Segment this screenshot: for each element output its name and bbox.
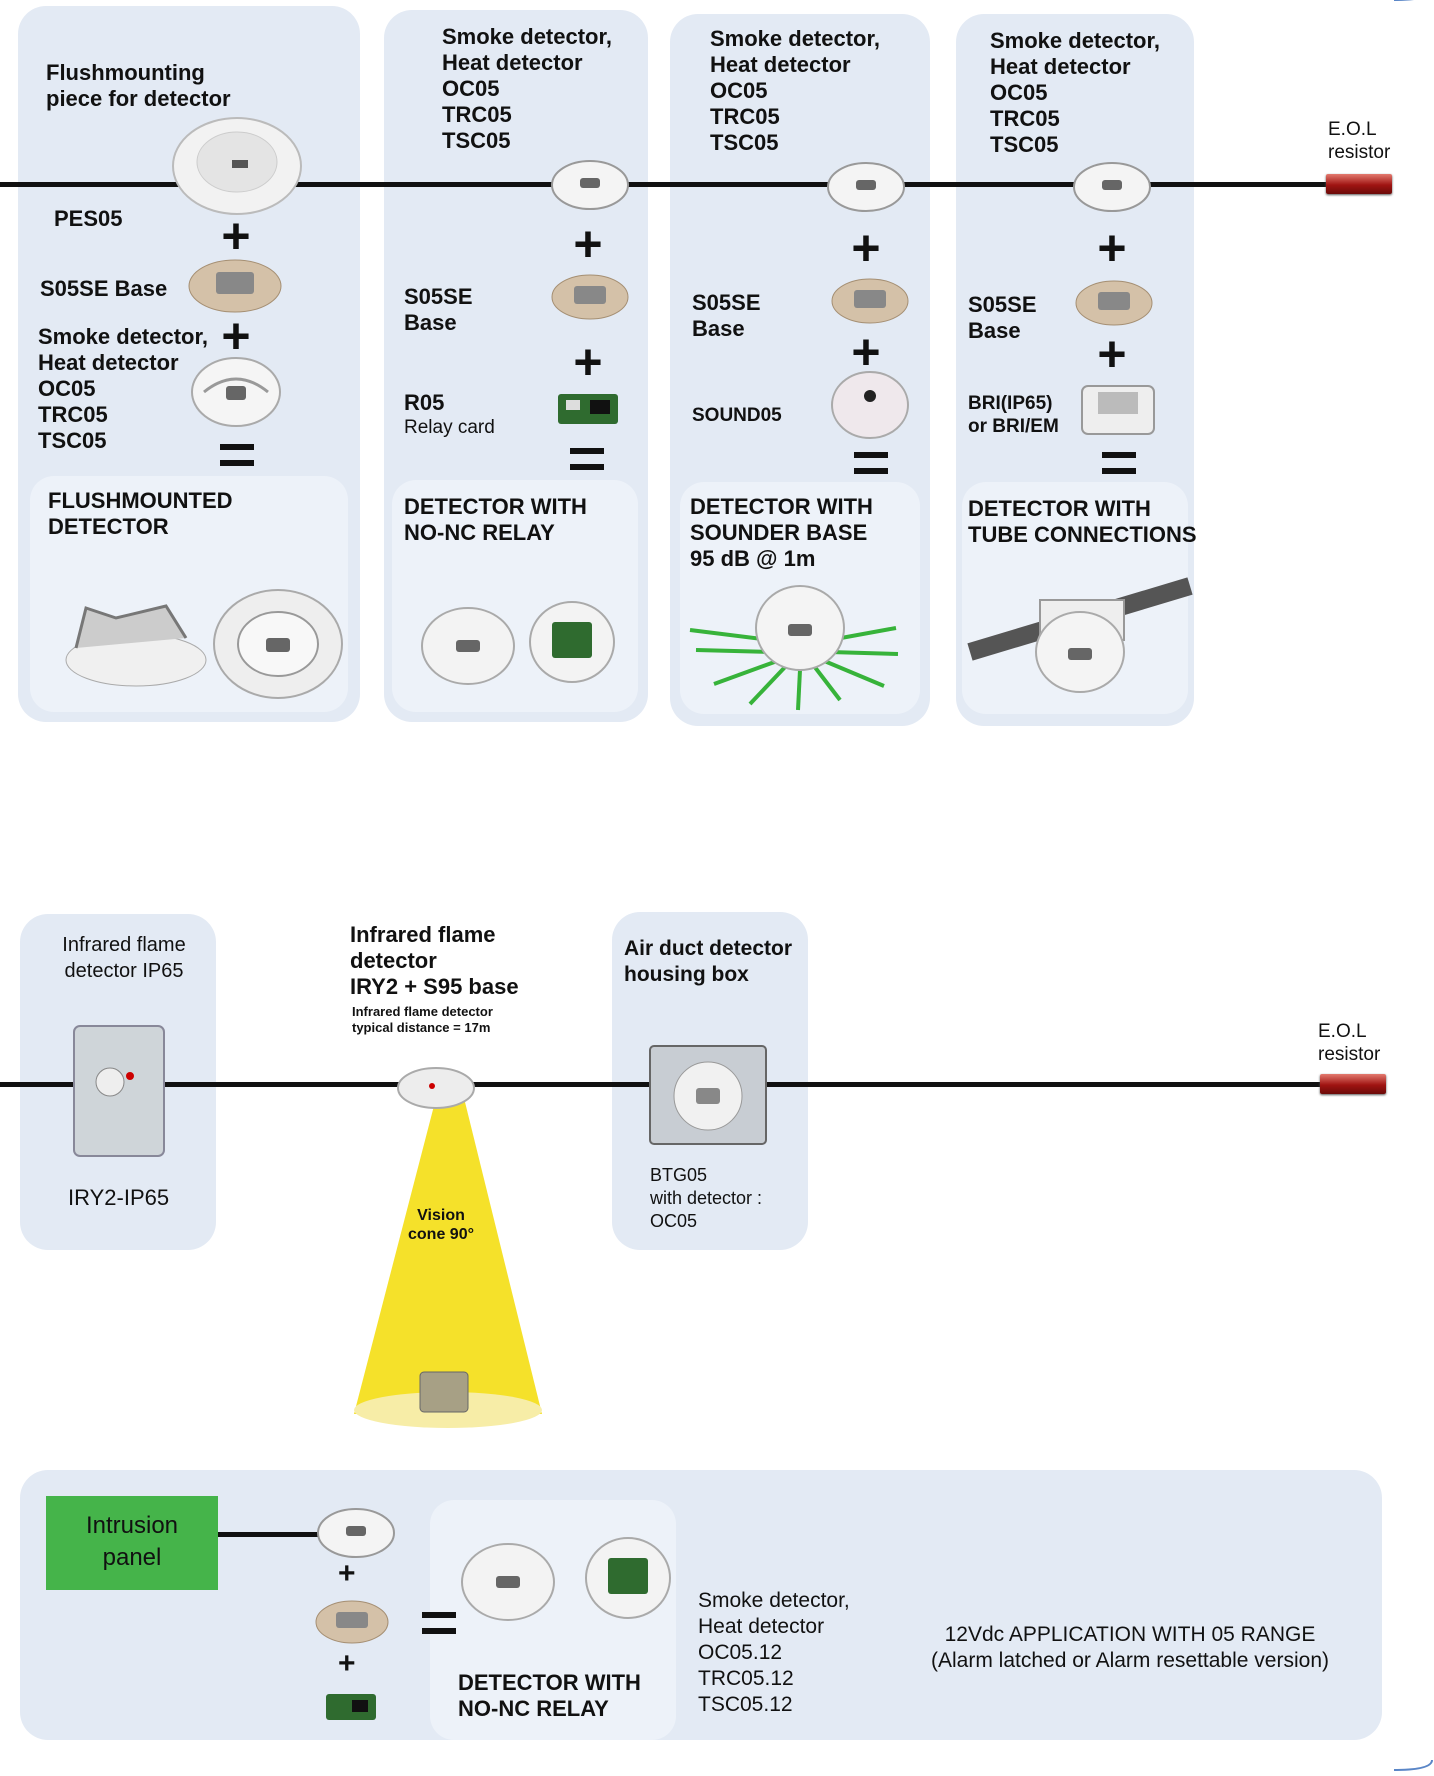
detector-head-icon <box>551 160 629 210</box>
relay-detector-illustration <box>461 1537 671 1621</box>
detector-base-icon <box>315 1600 389 1644</box>
eol-label-top: E.O.L resistor <box>1328 119 1391 163</box>
plus-icon: + <box>851 324 881 380</box>
flame-detector-box-icon <box>73 1025 165 1157</box>
tube-detector-illustration <box>967 577 1193 693</box>
plus-icon: + <box>338 1557 356 1590</box>
relay-card-icon <box>326 1694 376 1720</box>
plus-icon: + <box>851 220 881 276</box>
detector-head-icon <box>317 1508 395 1558</box>
flame-ip65-heading: Infrared flame detector IP65 <box>62 934 186 982</box>
duct-housing-icon <box>649 1045 767 1145</box>
col4-result: DETECTOR WITH TUBE CONNECTIONS <box>968 496 1197 547</box>
intrusion-panel-box <box>46 1496 218 1590</box>
col4-detectors: Smoke detector, Heat detector OC05 TRC05… <box>990 28 1160 157</box>
sounder-base-icon <box>831 371 909 439</box>
plus-icon: + <box>1097 326 1127 382</box>
col1-heading: Flushmounting piece for detector <box>46 60 231 111</box>
col2-part: R05 <box>404 390 445 415</box>
flame-iry2-cone: Vision cone 90° <box>408 1207 474 1243</box>
plus-icon: + <box>573 334 603 390</box>
air-duct-heading: Air duct detector housing box <box>624 937 793 986</box>
vision-cone-illustration <box>354 1067 542 1428</box>
frame-arc <box>1393 0 1433 1771</box>
detector-head-icon <box>827 162 905 212</box>
col1-result: FLUSHMOUNTED DETECTOR <box>48 488 233 539</box>
col2-result: DETECTOR WITH NO-NC RELAY <box>404 494 587 545</box>
top-bus-wire <box>0 182 1330 187</box>
equals-icon <box>570 448 604 470</box>
intrusion-wire <box>218 1532 322 1537</box>
eol-label-middle: E.O.L resistor <box>1318 1021 1381 1065</box>
col3-detectors: Smoke detector, Heat detector OC05 TRC05… <box>710 26 880 155</box>
col1-detectors: Smoke detector, Heat detector OC05 TRC05… <box>38 324 208 453</box>
eol-resistor-icon <box>1320 1074 1386 1094</box>
flame-iry2-note: Infrared flame detector typical distance… <box>352 1004 493 1035</box>
detector-head-icon <box>191 357 281 427</box>
detector-base-icon <box>551 274 629 320</box>
flame-ip65-model: IRY2-IP65 <box>68 1185 170 1210</box>
col4-part: BRI(IP65) or BRI/EM <box>968 393 1059 437</box>
eol-resistor-icon <box>1326 174 1392 194</box>
col1-part: PES05 <box>54 206 123 231</box>
bottom-detectors: Smoke detector, Heat detector OC05.12 TR… <box>698 1589 850 1716</box>
relay-card-icon <box>558 394 618 424</box>
sounder-detector-illustration <box>689 585 899 711</box>
detector-base-icon <box>831 278 909 324</box>
flushmount-detector-illustration <box>65 589 343 699</box>
detector-base-icon <box>188 259 282 313</box>
col2-detectors: Smoke detector, Heat detector OC05 TRC05… <box>442 24 612 153</box>
relay-detector-illustration <box>421 601 615 685</box>
col4-base: S05SE Base <box>968 292 1037 343</box>
detector-head-icon <box>1073 162 1151 212</box>
flushmount-piece-icon <box>172 117 302 215</box>
intrusion-panel-section <box>20 1470 1382 1740</box>
col3-part: SOUND05 <box>692 405 782 426</box>
col2-part-desc: Relay card <box>404 417 495 438</box>
plus-icon: + <box>221 208 251 264</box>
tube-box-icon <box>1081 385 1155 435</box>
plus-icon: + <box>573 216 603 272</box>
detector-base-icon <box>1075 280 1153 326</box>
intrusion-panel-label: Intrusion panel <box>85 1512 179 1571</box>
bottom-result: DETECTOR WITH NO-NC RELAY <box>458 1670 641 1721</box>
equals-icon <box>220 444 254 466</box>
air-duct-model: BTG05 with detector : OC05 <box>650 1165 763 1231</box>
equals-icon <box>854 452 888 474</box>
col1-base: S05SE Base <box>40 276 168 301</box>
col2-base: S05SE Base <box>404 284 473 335</box>
plus-icon: + <box>221 308 251 364</box>
equals-icon <box>1102 452 1136 474</box>
bottom-application: 12Vdc APPLICATION WITH 05 RANGE (Alarm l… <box>931 1623 1329 1672</box>
plus-icon: + <box>1097 220 1127 276</box>
col3-base: S05SE Base <box>692 290 761 341</box>
plus-icon: + <box>338 1647 356 1680</box>
equals-icon <box>422 1612 456 1634</box>
flame-iry2-heading: Infrared flame detector IRY2 + S95 base <box>350 922 519 999</box>
col3-result: DETECTOR WITH SOUNDER BASE 95 dB @ 1m <box>690 494 873 571</box>
